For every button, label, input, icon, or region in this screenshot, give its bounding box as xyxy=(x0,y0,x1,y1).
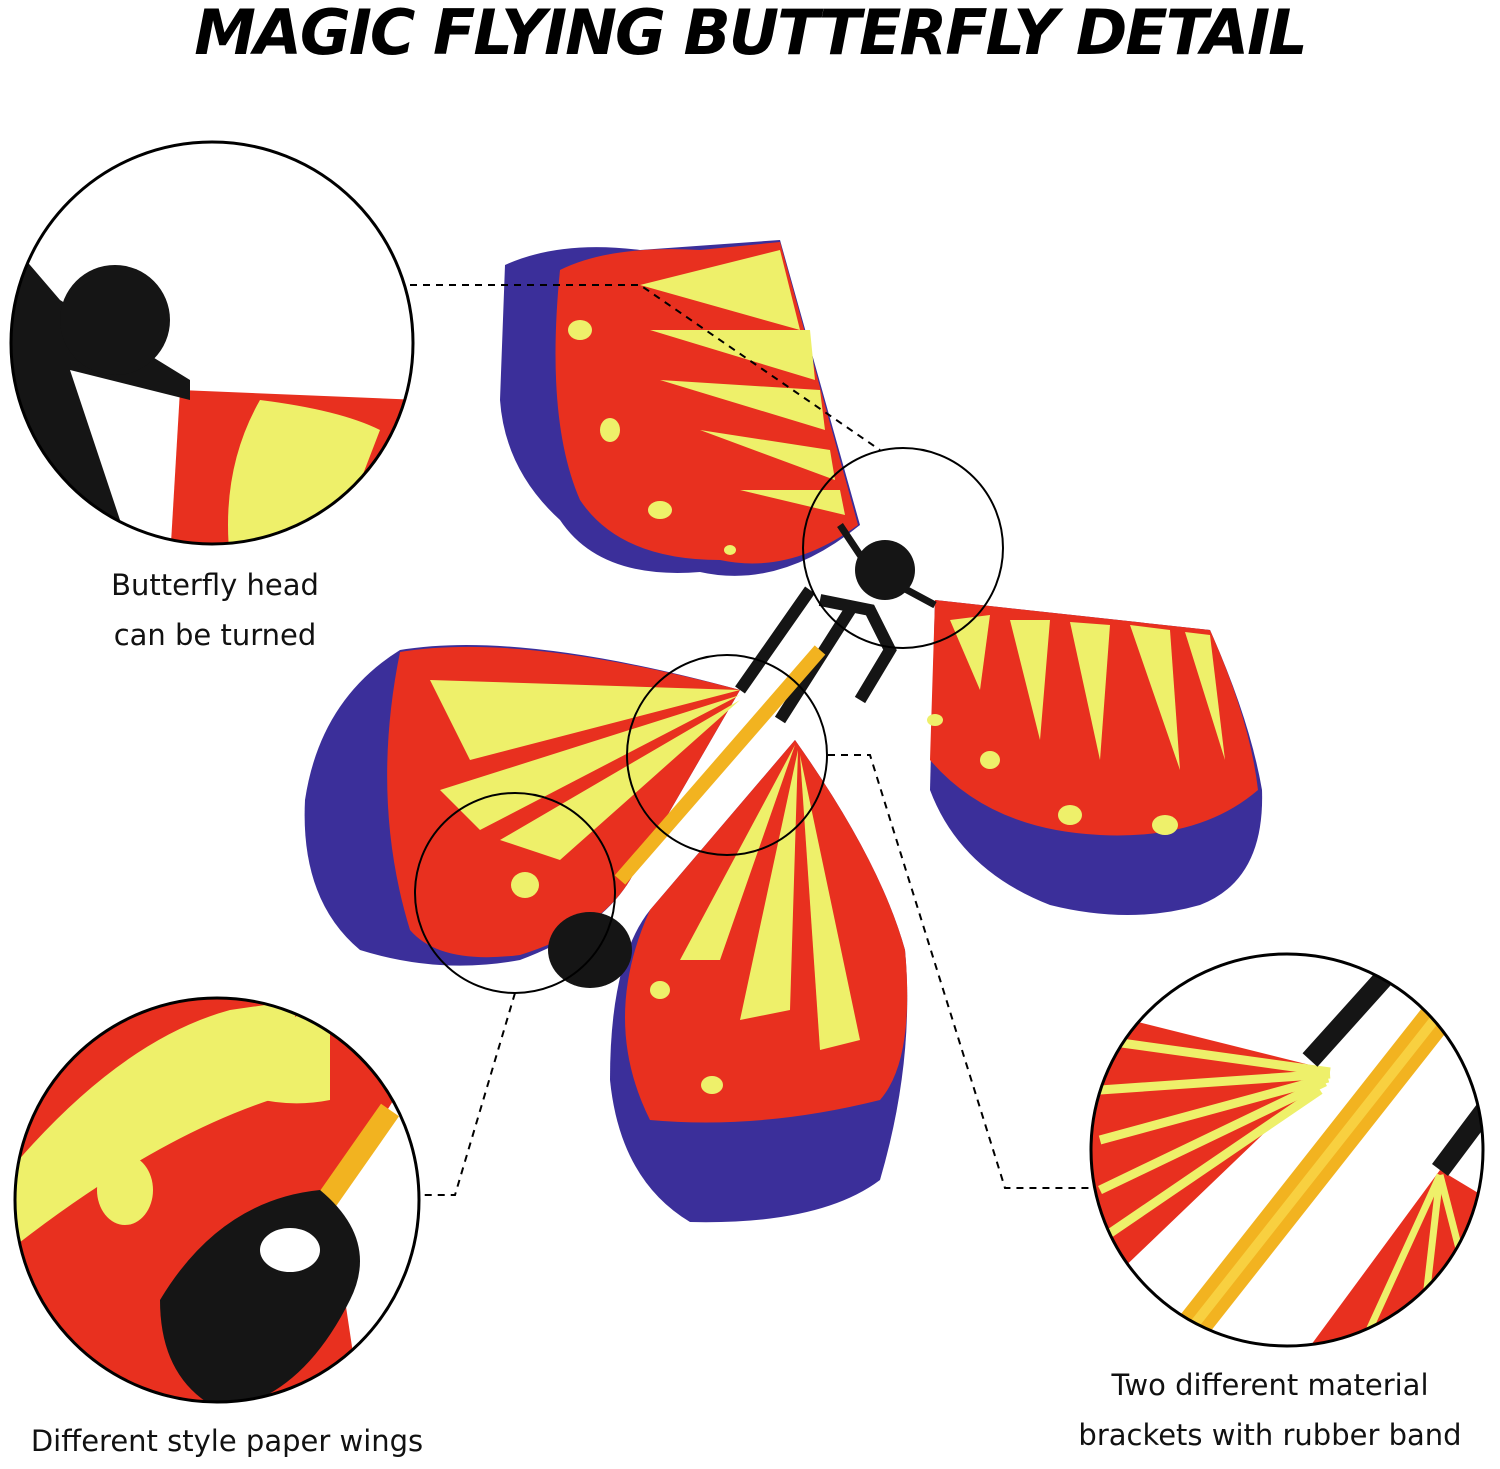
leader-lines xyxy=(410,284,1090,1196)
zoom-wings xyxy=(16,999,418,1401)
callout-label-line: can be turned xyxy=(113,618,317,652)
page-title: MAGIC FLYING BUTTERFLY DETAIL xyxy=(194,0,1308,69)
callout-label-wings: Different style paper wings xyxy=(0,1416,454,1466)
butterfly-main xyxy=(304,240,1263,1223)
callout-label-brackets: Two different material brackets with rub… xyxy=(1060,1360,1480,1460)
callout-ring-bracket xyxy=(626,654,828,856)
zoom-ring-brackets xyxy=(1089,952,1485,1348)
zoom-ring-head xyxy=(9,140,415,546)
callout-label-head: Butterfly head can be turned xyxy=(65,560,365,660)
callout-label-line: Different style paper wings xyxy=(30,1424,424,1458)
callout-ring-head xyxy=(802,447,1004,649)
zoom-brackets xyxy=(1092,955,1482,1345)
callout-label-line: Two different material xyxy=(1111,1368,1429,1402)
callout-label-line: Butterfly head xyxy=(111,568,319,602)
callout-label-line: brackets with rubber band xyxy=(1078,1418,1462,1452)
zoom-ring-wings xyxy=(13,996,421,1404)
